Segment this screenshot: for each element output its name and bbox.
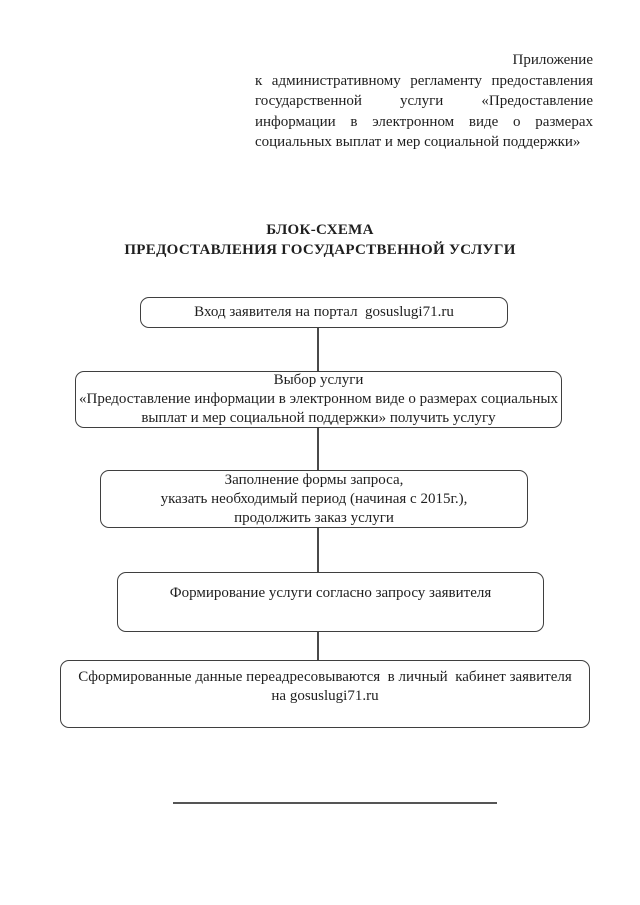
page-title-line-2: ПРЕДОСТАВЛЕНИЯ ГОСУДАРСТВЕННОЙ УСЛУГИ bbox=[124, 241, 516, 258]
flow-step-text: указать необходимый период (начиная с 20… bbox=[160, 490, 468, 507]
flow-step-text: Выбор услуги bbox=[273, 372, 364, 388]
appendix-note-line: социальных выплат и мер социальной подде… bbox=[255, 134, 581, 151]
appendix-note: Приложение к административному регламент… bbox=[255, 50, 593, 153]
flow-step-text: «Предоставление информации в электронном… bbox=[78, 391, 558, 407]
footer-rule bbox=[173, 802, 497, 804]
flow-step-service-selection: Выбор услуги «Предоставление информации … bbox=[75, 371, 562, 428]
flow-step-text: на gosuslugi71.ru bbox=[271, 688, 379, 704]
flow-step-request-form: Заполнение формы запроса, указать необхо… bbox=[100, 470, 528, 528]
flow-step-text: Формирование услуги согласно запросу зая… bbox=[169, 585, 492, 601]
flow-step-data-forwarding: Сформированные данные переадресовываются… bbox=[60, 660, 590, 728]
flow-step-text: выплат и мер социальной поддержки» получ… bbox=[141, 410, 496, 426]
flow-step-text: Вход заявителя на портал gosuslugi71.ru bbox=[194, 304, 454, 320]
page-title-line-1: БЛОК-СХЕМА bbox=[266, 222, 374, 238]
flow-step-portal-login: Вход заявителя на портал gosuslugi71.ru bbox=[140, 297, 508, 328]
flow-step-text: Сформированные данные переадресовываются… bbox=[78, 669, 572, 685]
connector-line-2 bbox=[317, 428, 319, 470]
flow-step-text: Заполнение формы запроса, bbox=[224, 471, 404, 488]
appendix-note-line: информации в электронном виде о размерах bbox=[255, 113, 593, 130]
flow-step-text: продолжить заказ услуги bbox=[234, 509, 394, 526]
connector-line-4 bbox=[317, 632, 319, 660]
appendix-note-line: Приложение bbox=[512, 52, 593, 68]
appendix-note-line: к административному регламенту предостав… bbox=[255, 72, 593, 89]
connector-line-1 bbox=[317, 328, 319, 371]
flow-step-service-generation: Формирование услуги согласно запросу зая… bbox=[117, 572, 544, 632]
connector-line-3 bbox=[317, 528, 319, 572]
appendix-note-line: государственной услуги «Предоставление bbox=[255, 93, 593, 110]
page-title: БЛОК-СХЕМА ПРЕДОСТАВЛЕНИЯ ГОСУДАРСТВЕННО… bbox=[0, 221, 640, 260]
